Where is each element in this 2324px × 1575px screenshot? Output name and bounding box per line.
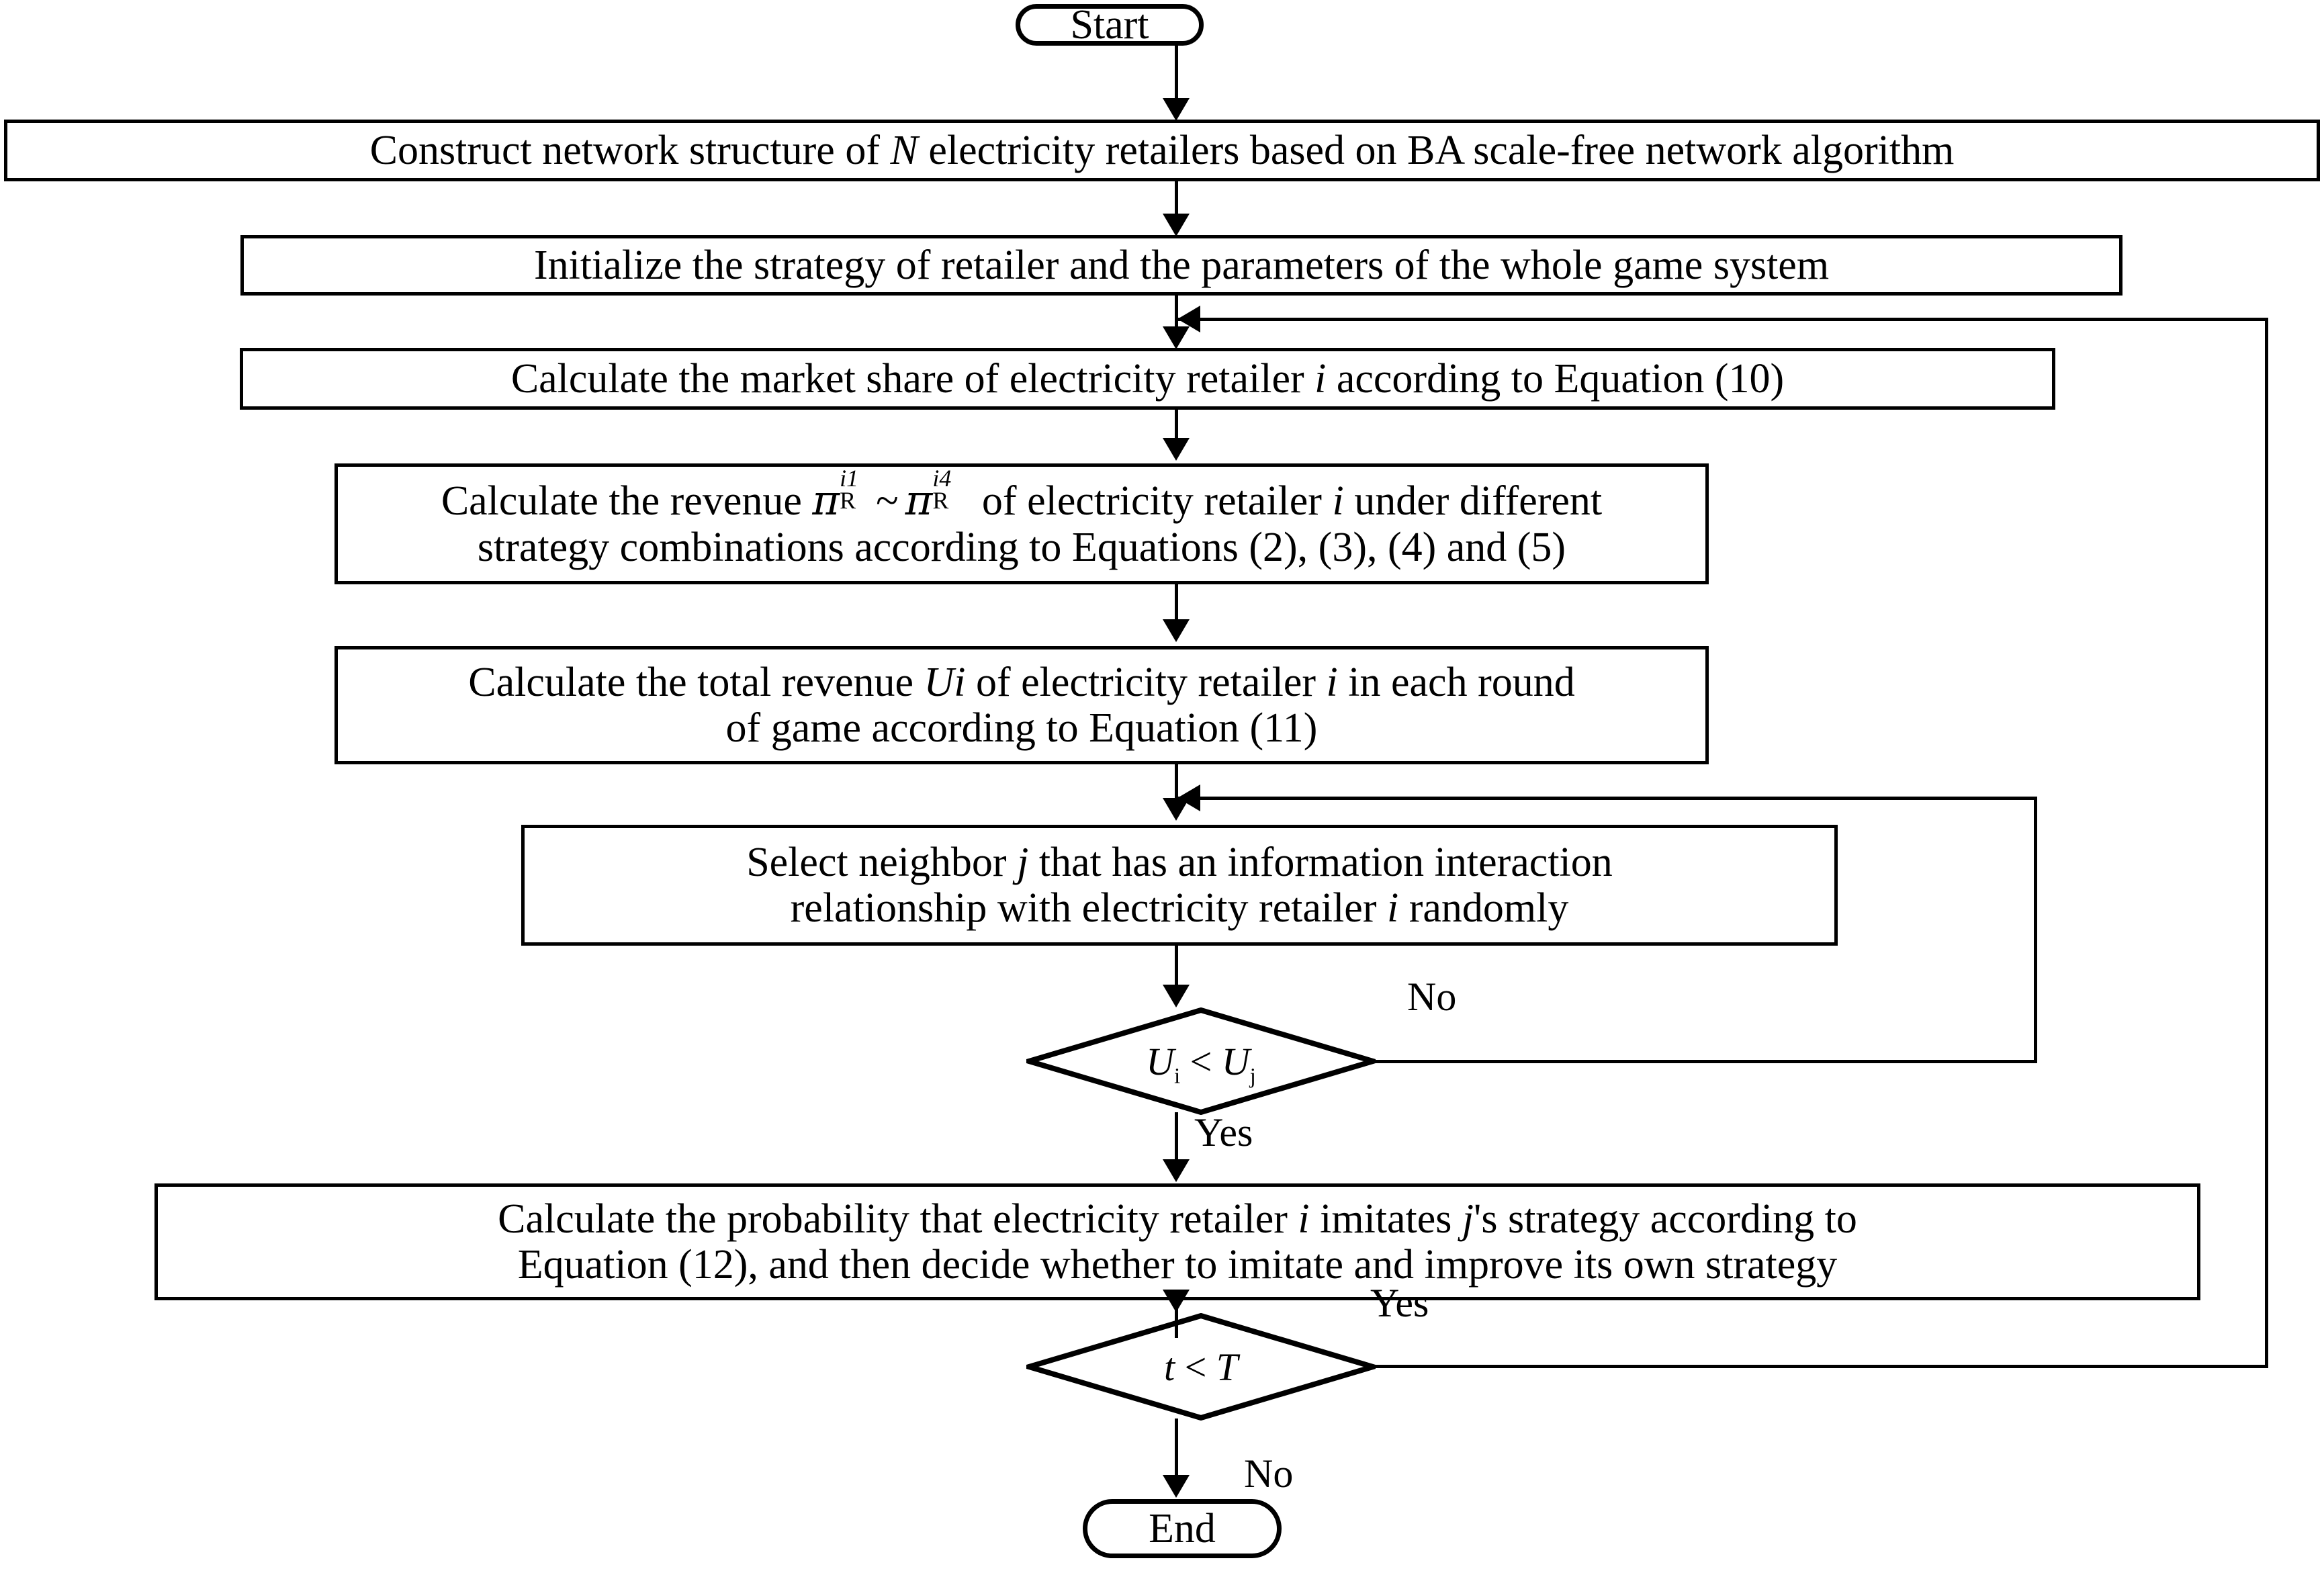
edge-total-revenue-to-select-neighbor bbox=[1175, 764, 1178, 799]
node-initialize-label: Initialize the strategy of retailer and … bbox=[533, 242, 1830, 288]
node-total-revenue-label: Calculate the total revenue Ui of electr… bbox=[468, 659, 1575, 751]
node-market-share[interactable]: Calculate the market share of electricit… bbox=[240, 348, 2055, 410]
node-initialize[interactable]: Initialize the strategy of retailer and … bbox=[240, 235, 2122, 296]
decision-time-label: t < T bbox=[1163, 1345, 1239, 1389]
node-probability-label: Calculate the probability that electrici… bbox=[498, 1196, 1857, 1288]
node-decision-utility[interactable]: Ui < Uj bbox=[1026, 1007, 1376, 1115]
edge-initialize-to-market-share bbox=[1175, 296, 1178, 329]
arrow-probability-to-decision-time bbox=[1163, 1290, 1190, 1312]
edge-construct-to-initialize bbox=[1175, 181, 1178, 215]
arrow-select-neighbor-to-decision-utility bbox=[1163, 985, 1190, 1007]
edge-probability-to-decision-time bbox=[1175, 1300, 1178, 1338]
node-probability[interactable]: Calculate the probability that electrici… bbox=[154, 1183, 2200, 1300]
decision-time-shape bbox=[1026, 1313, 1376, 1421]
edge-inner-loop-right bbox=[2034, 797, 2037, 1063]
node-end[interactable]: End bbox=[1083, 1499, 1282, 1558]
edge-revenue-to-total-revenue bbox=[1175, 584, 1178, 621]
arrow-market-share-to-revenue bbox=[1163, 438, 1190, 461]
node-construct-network[interactable]: Construct network structure of N electri… bbox=[4, 120, 2320, 181]
edge-outer-loop-top bbox=[1175, 318, 2268, 321]
node-select-neighbor[interactable]: Select neighbor j that has an informatio… bbox=[521, 825, 1838, 946]
edge-label-utility-no: No bbox=[1407, 975, 1457, 1019]
node-construct-network-label: Construct network structure of N electri… bbox=[369, 127, 1955, 173]
edge-select-neighbor-to-decision-utility bbox=[1175, 946, 1178, 985]
arrow-outer-loop-into-junction bbox=[1177, 306, 1200, 332]
node-start[interactable]: Start bbox=[1016, 1, 1204, 48]
arrow-decision-utility-to-probability bbox=[1163, 1159, 1190, 1182]
node-end-label: End bbox=[1149, 1505, 1216, 1551]
arrow-construct-to-initialize bbox=[1163, 214, 1190, 236]
edge-label-time-yes: Yes bbox=[1370, 1281, 1429, 1325]
edge-label-time-no: No bbox=[1244, 1451, 1294, 1496]
arrow-decision-time-to-end bbox=[1163, 1475, 1190, 1498]
arrow-revenue-to-total-revenue bbox=[1163, 619, 1190, 642]
edge-outer-loop-right bbox=[2265, 318, 2268, 1367]
edge-market-share-to-revenue bbox=[1175, 410, 1178, 438]
node-decision-time[interactable]: t < T bbox=[1026, 1313, 1376, 1421]
edge-start-to-construct bbox=[1175, 46, 1178, 99]
node-market-share-label: Calculate the market share of electricit… bbox=[510, 355, 1785, 402]
node-total-revenue[interactable]: Calculate the total revenue Ui of electr… bbox=[334, 646, 1709, 764]
decision-utility-shape bbox=[1026, 1007, 1376, 1115]
node-start-label: Start bbox=[1070, 1, 1149, 48]
arrow-start-to-construct bbox=[1163, 98, 1190, 121]
edge-outer-loop-bottom bbox=[1374, 1365, 2268, 1368]
node-select-neighbor-label: Select neighbor j that has an informatio… bbox=[746, 839, 1613, 931]
edge-decision-time-to-end bbox=[1175, 1419, 1178, 1480]
decision-utility-label: Ui < Uj bbox=[1146, 1039, 1256, 1089]
arrow-inner-loop-into-junction bbox=[1177, 784, 1200, 811]
edge-label-utility-yes: Yes bbox=[1194, 1110, 1253, 1155]
edge-inner-loop-top bbox=[1175, 797, 2037, 800]
edge-inner-loop-bottom bbox=[1374, 1060, 2037, 1063]
edge-decision-utility-to-probability bbox=[1175, 1112, 1178, 1163]
